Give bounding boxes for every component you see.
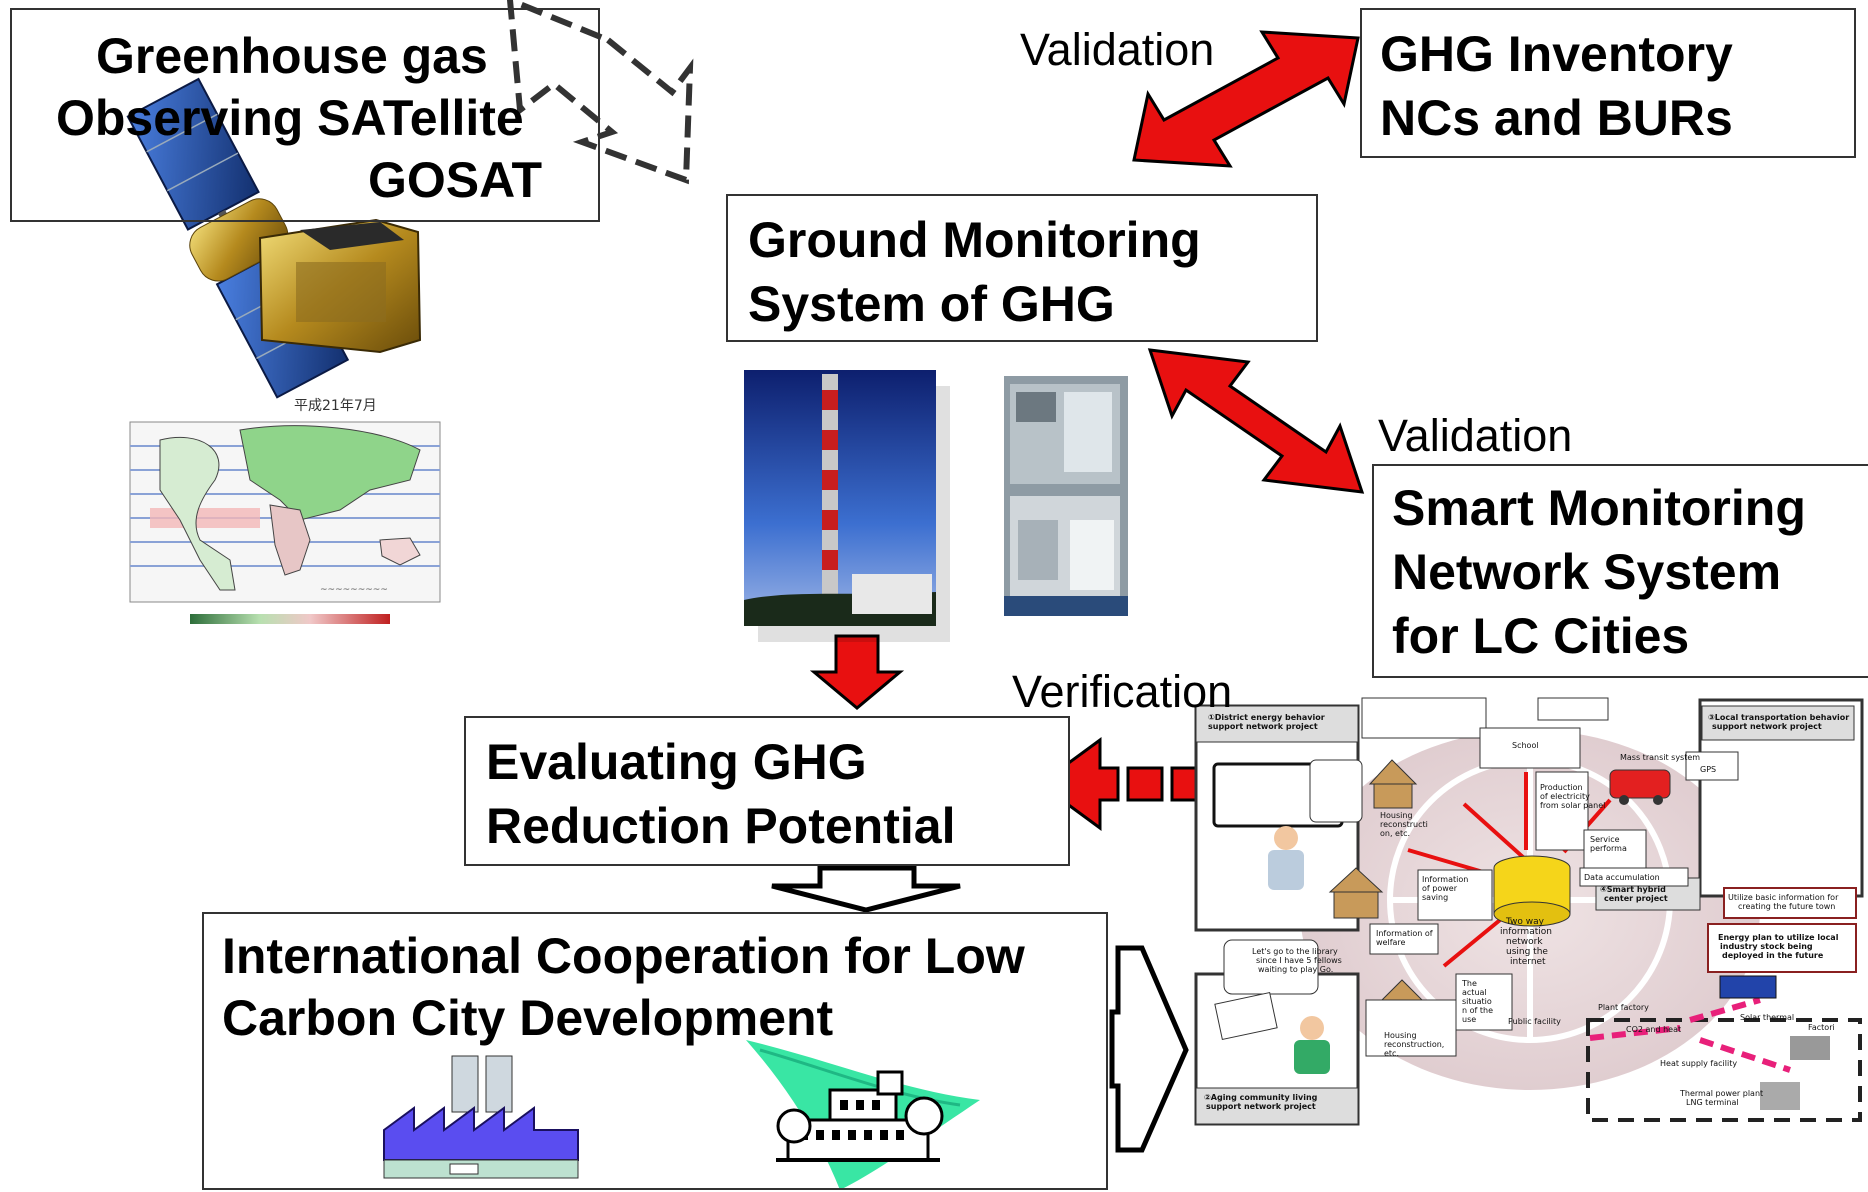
inventory-line-1: GHG Inventory [1380,26,1733,82]
ground-monitoring-box: Ground Monitoring System of GHG [726,194,1318,342]
gosat-line-2: Observing SATellite [56,90,524,146]
red-double-arrow-ground-smart [1147,348,1365,494]
gosat-box: Greenhouse gas Observing SATellite GOSAT [10,8,600,222]
world-map-image: 平成21年7月 ~~~~~~~~~ [129,398,441,624]
inventory-line-2: NCs and BURs [1380,90,1733,146]
evaluating-line-1: Evaluating GHG [486,734,867,790]
svg-text:Information of: Information of [1376,929,1433,938]
gosat-line-1: Greenhouse gas [96,28,488,84]
dashed-double-arrow [506,0,694,185]
factory-icon [383,1055,579,1179]
hollow-down-arrow [771,865,961,913]
svg-text:reconstructi: reconstructi [1380,820,1428,829]
svg-text:CO2 and heat: CO2 and heat [1626,1025,1681,1034]
utilize-basic-info-label: Utilize basic information for [1728,893,1839,902]
svg-text:use: use [1462,1015,1476,1024]
verification-label: Verification [1012,666,1233,717]
svg-text:Data accumulation: Data accumulation [1584,873,1660,882]
smart-line-1: Smart Monitoring [1392,480,1806,536]
evaluating-line-2: Reduction Potential [486,798,956,854]
validation-label-top: Validation [1020,24,1215,75]
svg-text:of power: of power [1422,884,1458,893]
svg-text:LNG terminal: LNG terminal [1686,1098,1739,1107]
svg-text:saving: saving [1422,893,1448,902]
international-box: International Cooperation for Low Carbon… [202,912,1108,1190]
svg-text:Plant factory: Plant factory [1598,1003,1649,1012]
svg-text:of electricity: of electricity [1540,792,1590,801]
svg-text:Factori: Factori [1808,1023,1835,1032]
international-line-1: International Cooperation for Low [222,928,1025,984]
svg-text:performa: performa [1590,844,1627,853]
svg-text:reconstruction,: reconstruction, [1384,1040,1444,1049]
smart-line-2: Network System [1392,544,1782,600]
svg-text:waiting to play Go.: waiting to play Go. [1258,965,1333,974]
svg-text:etc.: etc. [1384,1049,1399,1058]
svg-text:School: School [1512,741,1539,750]
svg-text:welfare: welfare [1376,938,1406,947]
svg-text:~~~~~~~~~: ~~~~~~~~~ [320,585,388,595]
svg-text:Information: Information [1422,875,1468,884]
svg-text:Heat supply facility: Heat supply facility [1660,1059,1737,1068]
red-down-arrow [809,634,905,710]
ground-line-2: System of GHG [748,276,1115,332]
svg-text:actual: actual [1462,988,1487,997]
svg-text:on, etc.: on, etc. [1380,829,1410,838]
red-double-arrow-validation-top [1132,30,1360,168]
smart-monitoring-box: Smart Monitoring Network System for LC C… [1372,464,1868,678]
smart-line-3: for LC Cities [1392,608,1690,664]
validation-label-mid: Validation [1378,410,1573,461]
svg-text:n of the: n of the [1462,1006,1493,1015]
svg-text:GPS: GPS [1700,765,1716,774]
svg-text:Production: Production [1540,783,1583,792]
evaluating-box: Evaluating GHG Reduction Potential [464,716,1070,866]
svg-text:Let's go to the library: Let's go to the library [1252,947,1338,956]
svg-text:Mass transit system: Mass transit system [1620,753,1700,762]
svg-text:平成21年7月: 平成21年7月 [294,398,377,414]
tower-photo [744,370,950,642]
svg-text:Solar thermal: Solar thermal [1740,1013,1794,1022]
svg-text:Housing: Housing [1380,811,1413,820]
svg-text:since I have 5 fellows: since I have 5 fellows [1256,956,1342,965]
svg-text:situatio: situatio [1462,997,1492,1006]
lab-equipment-photo [1004,376,1128,616]
satellite-image [126,77,422,399]
svg-text:Public facility: Public facility [1508,1017,1561,1026]
svg-text:The: The [1461,979,1477,988]
svg-text:Thermal power plant: Thermal power plant [1679,1089,1763,1098]
hollow-right-arrow [1109,945,1189,1153]
ghg-inventory-box: GHG Inventory NCs and BURs [1360,8,1856,158]
gosat-line-3: GOSAT [368,152,543,208]
svg-text:creating the future town: creating the future town [1738,902,1835,911]
svg-text:Service: Service [1590,835,1620,844]
international-line-2: Carbon City Development [222,990,834,1046]
svg-text:from solar panel: from solar panel [1540,801,1605,810]
ground-line-1: Ground Monitoring [748,212,1201,268]
red-dashed-left-arrow [1037,737,1200,831]
svg-text:Housing: Housing [1384,1031,1417,1040]
hospital-icon [746,1040,980,1190]
